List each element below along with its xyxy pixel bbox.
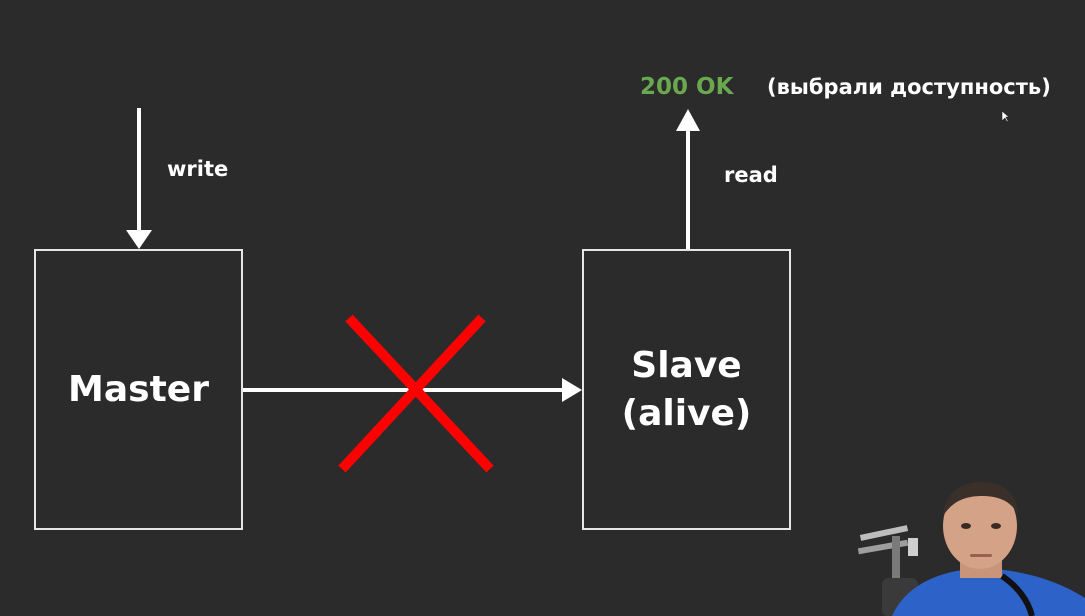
write-label: write xyxy=(167,157,229,181)
read-arrow xyxy=(676,109,700,249)
slave-label: Slave (alive) xyxy=(622,342,752,438)
master-node: Master xyxy=(34,249,243,530)
slave-node: Slave (alive) xyxy=(582,249,791,530)
slave-label-line2: (alive) xyxy=(621,392,752,434)
presenter-hair xyxy=(943,482,1018,516)
presenter-shoulders xyxy=(892,568,1085,616)
red-x-cross-icon xyxy=(338,314,494,473)
note-label: (выбрали доступность) xyxy=(767,75,1051,99)
read-label: read xyxy=(724,163,778,187)
replication-arrow xyxy=(243,378,582,402)
presenter-face xyxy=(943,483,1017,569)
master-label: Master xyxy=(68,368,209,410)
status-label: 200 OK xyxy=(640,74,734,100)
webcam-overlay xyxy=(852,478,1085,616)
webcam-presenter-image xyxy=(857,482,1085,616)
mouse-pointer-icon xyxy=(1001,110,1010,123)
slave-label-line1: Slave xyxy=(631,344,742,386)
write-arrow xyxy=(126,108,152,249)
